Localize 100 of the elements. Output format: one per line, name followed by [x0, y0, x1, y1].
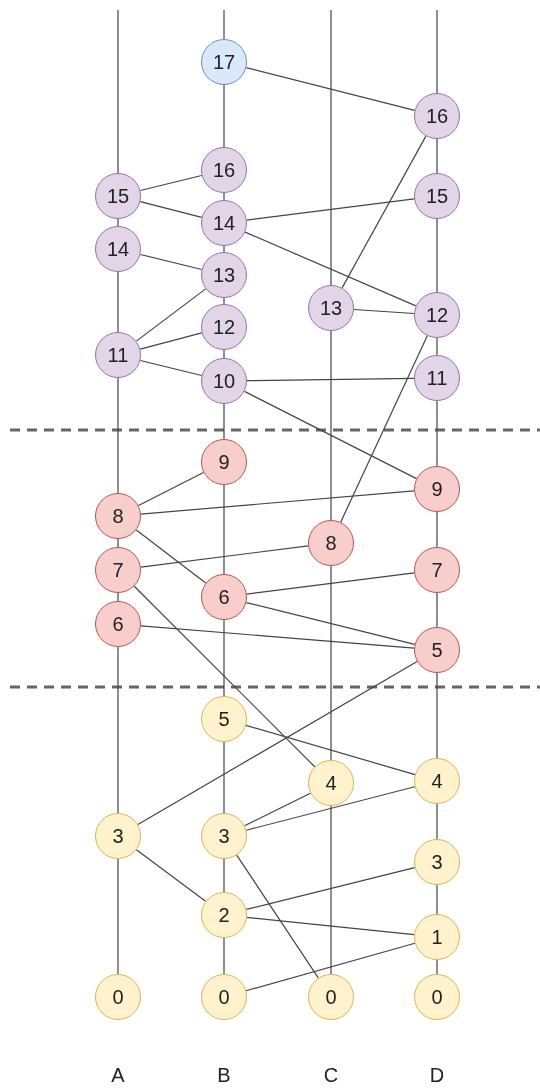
- event-circle: [414, 93, 460, 139]
- connector-line: [223, 245, 225, 253]
- connector-line: [139, 332, 203, 350]
- connector-line: [223, 297, 225, 305]
- connector-line: [330, 805, 332, 975]
- event-circle: [201, 252, 247, 298]
- event-number: 5: [218, 707, 230, 731]
- event-number: 0: [431, 985, 443, 1009]
- connector-line: [246, 916, 415, 936]
- event-number: 3: [218, 824, 230, 848]
- event-circle: [201, 892, 247, 938]
- event-circle: [95, 226, 141, 272]
- event-number: 7: [112, 558, 124, 582]
- connector-line: [223, 84, 225, 148]
- connector-line: [245, 786, 416, 831]
- connector-line: [341, 135, 427, 289]
- connector-line: [140, 625, 415, 649]
- event-circle: [414, 547, 460, 593]
- event-circle: [201, 358, 247, 404]
- event-circle: [95, 974, 141, 1020]
- connector-line: [244, 231, 417, 307]
- connector-line: [243, 390, 418, 480]
- event-number: 16: [425, 104, 449, 128]
- event-circle: [308, 520, 354, 566]
- connector-line: [436, 884, 438, 915]
- connector-line: [223, 619, 225, 697]
- event-circle: [414, 292, 460, 338]
- event-number: 9: [431, 477, 443, 501]
- event-number: 15: [425, 184, 449, 208]
- event-number: 7: [431, 558, 443, 582]
- event-number: 14: [212, 211, 236, 235]
- event-number: 6: [112, 612, 124, 636]
- event-circle: [201, 574, 247, 620]
- connector-line: [246, 377, 415, 382]
- event-number: 17: [212, 50, 236, 74]
- connector-line: [244, 792, 311, 827]
- connector-line: [223, 741, 225, 814]
- connector-line: [135, 849, 207, 902]
- event-circle: [95, 173, 141, 219]
- connector-line: [223, 484, 225, 575]
- connector-line: [117, 9, 119, 174]
- column-label: B: [217, 1064, 231, 1087]
- event-number: 3: [112, 824, 124, 848]
- connector-line: [245, 942, 416, 992]
- connector-line: [139, 359, 203, 377]
- column-label: D: [429, 1064, 445, 1087]
- event-circle: [414, 173, 460, 219]
- connector-line: [140, 490, 415, 515]
- connector-line: [436, 592, 438, 628]
- connector-line: [340, 335, 428, 523]
- event-number: 14: [106, 237, 130, 261]
- connector-line: [223, 937, 225, 975]
- connector-line: [223, 9, 225, 40]
- event-number: 13: [212, 263, 236, 287]
- event-circle: [201, 304, 247, 350]
- connector-line: [245, 67, 416, 111]
- event-number: 13: [319, 296, 343, 320]
- connector-line: [117, 592, 119, 602]
- event-circle: [414, 758, 460, 804]
- event-circle: [201, 147, 247, 193]
- connector-line: [223, 858, 225, 893]
- connector-line: [137, 661, 418, 825]
- connector-line: [223, 349, 225, 359]
- connector-line: [117, 377, 119, 494]
- connector-line: [246, 198, 415, 221]
- connector-line: [436, 511, 438, 548]
- event-circle: [201, 974, 247, 1020]
- connector-line: [245, 866, 416, 911]
- connector-line: [436, 9, 438, 94]
- event-number: 8: [325, 531, 337, 555]
- connector-line: [133, 585, 316, 768]
- event-circle: [201, 813, 247, 859]
- event-number: 3: [431, 850, 443, 874]
- connector-line: [139, 174, 203, 192]
- connector-line: [117, 271, 119, 333]
- connector-line: [436, 959, 438, 975]
- event-circle: [308, 760, 354, 806]
- connector-line: [135, 529, 207, 584]
- event-number: 0: [218, 985, 230, 1009]
- event-number: 16: [212, 158, 236, 182]
- connector-line: [436, 218, 438, 293]
- event-number: 9: [218, 450, 230, 474]
- event-circle: [95, 332, 141, 378]
- event-circle: [414, 974, 460, 1020]
- event-circle: [95, 601, 141, 647]
- event-circle: [414, 355, 460, 401]
- event-circle: [414, 914, 460, 960]
- connector-line: [117, 646, 119, 814]
- event-circle: [308, 285, 354, 331]
- connector-line: [236, 854, 319, 979]
- connector-line: [140, 545, 309, 568]
- connector-line: [436, 672, 438, 759]
- connector-line: [436, 337, 438, 356]
- connector-line: [245, 724, 416, 776]
- connector-line: [137, 471, 205, 507]
- event-circle: [95, 547, 141, 593]
- connector-line: [330, 565, 332, 761]
- event-circle: [414, 627, 460, 673]
- event-number: 2: [218, 903, 230, 927]
- event-circle: [201, 439, 247, 485]
